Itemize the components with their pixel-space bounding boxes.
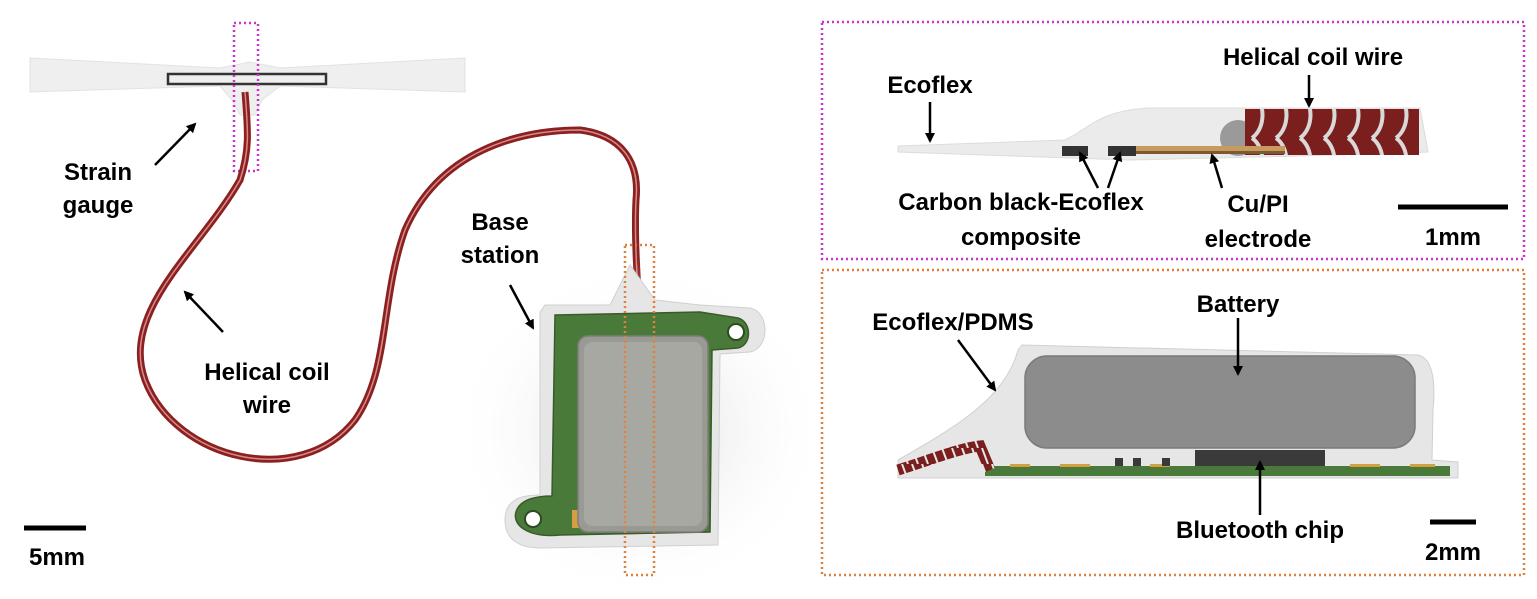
base-station-label-line1: Base (471, 209, 528, 236)
coil-wire-detail-label: Helical coil wire (1223, 44, 1403, 71)
top-inset-panel: Ecoflex Helical coil wire Carbon black-E… (820, 20, 1526, 261)
strain-gauge-label-line1: Strain (64, 159, 132, 186)
carbon-composite-label-line1: Carbon black-Ecoflex (898, 189, 1144, 216)
overview-panel: Strain gauge Helical coil wire Base stat… (24, 21, 830, 599)
bottom-inset-frame (820, 268, 1526, 577)
pcb-cross-section (985, 466, 1450, 476)
base-station-label-line2: station (461, 242, 540, 269)
top-inset-marker (232, 21, 260, 173)
electrode-label-line1: Cu/PI (1227, 191, 1288, 218)
carbon-composite-right (1108, 146, 1136, 156)
bluetooth-chip (1195, 450, 1325, 466)
strain-gauge-label-line2: gauge (63, 192, 134, 219)
ecoflex-pdms-label: Ecoflex/PDMS (872, 309, 1033, 336)
bluetooth-chip-label: Bluetooth chip (1176, 517, 1344, 544)
scale-label-5mm: 5mm (29, 544, 85, 571)
battery-label: Battery (1197, 291, 1280, 318)
top-inset-frame (820, 20, 1526, 261)
coil-wire-label-line1: Helical coil (204, 359, 329, 386)
electrode-label-line2: electrode (1205, 226, 1312, 253)
carbon-composite-label-line2: composite (961, 224, 1081, 251)
bottom-inset-panel: Ecoflex/PDMS Battery Bluetooth chip 2mm (820, 268, 1526, 577)
scale-label-1mm: 1mm (1425, 224, 1481, 251)
coil-wire-label-line2: wire (242, 392, 291, 419)
strain-gauge-sensor (166, 72, 328, 86)
scale-label-2mm: 2mm (1425, 539, 1481, 566)
strain-gauge-encapsulation (29, 57, 466, 116)
ecoflex-label: Ecoflex (887, 72, 973, 99)
battery-cross-section (1024, 355, 1416, 449)
coil-wire-entry (896, 440, 996, 476)
carbon-composite-left (1062, 146, 1088, 156)
